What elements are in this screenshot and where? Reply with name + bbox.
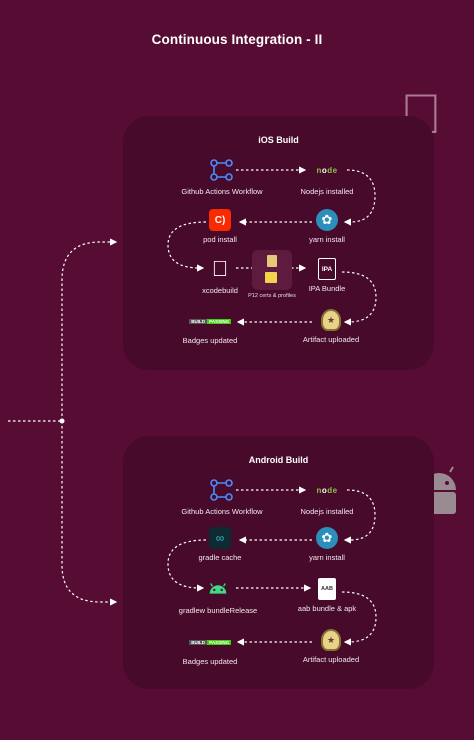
p12-certificate-box <box>252 250 292 290</box>
android-gradlew-label: gradlew bundleRelease <box>178 606 258 615</box>
ios-badges-label: Badges updated <box>182 336 238 345</box>
ios-artifact-label: Artifact uploaded <box>302 335 360 344</box>
ios-nodejs-label: Nodejs installed <box>300 187 354 196</box>
github-actions-icon <box>209 157 235 183</box>
badge-right-text: PASSING <box>207 639 231 645</box>
provisioning-profile-icon <box>265 272 277 283</box>
ios-pod-install-label: pod install <box>203 235 237 244</box>
ios-badges-node: BUILD PASSING Badges updated <box>150 316 270 345</box>
ios-ipa-bundle-label: IPA Bundle <box>308 284 346 293</box>
ipa-file-icon: IPA <box>318 258 336 280</box>
badge-right-text: PASSING <box>207 318 231 324</box>
badge-left-text: BUILD <box>189 639 208 645</box>
badge-left-text: BUILD <box>189 318 208 324</box>
ios-xcodebuild-node:  xcodebuild <box>160 256 280 295</box>
github-actions-icon <box>209 477 235 503</box>
yarn-icon: ✿ <box>316 527 338 549</box>
aab-file-icon: AAB <box>318 578 336 600</box>
android-badges-label: Badges updated <box>182 657 238 666</box>
android-aab-bundle-node: AAB aab bundle & apk <box>267 578 387 613</box>
android-build-title: Android Build <box>248 455 309 465</box>
android-aab-bundle-label: aab bundle & apk <box>297 604 357 613</box>
ios-yarn-install-label: yarn install <box>309 235 345 244</box>
p12-label: P12 certs & profiles <box>248 293 296 299</box>
apple-icon:  <box>207 256 233 282</box>
ios-ipa-bundle-node: IPA IPA Bundle <box>267 258 387 293</box>
ios-github-actions-node: Github Actions Workflow <box>162 157 282 196</box>
android-gradle-cache-label: gradle cache <box>198 553 242 562</box>
certificate-icon <box>267 255 277 267</box>
android-yarn-install-label: yarn install <box>309 553 345 562</box>
ios-github-actions-label: Github Actions Workflow <box>181 187 263 196</box>
gradle-icon: ∞ <box>209 527 231 549</box>
page-title: Continuous Integration - II <box>151 32 323 47</box>
android-gradlew-node: gradlew bundleRelease <box>158 576 278 615</box>
trophy-icon: ★ <box>321 629 341 651</box>
android-icon <box>205 576 231 602</box>
android-artifact-node: ★ Artifact uploaded <box>271 629 391 664</box>
android-artifact-label: Artifact uploaded <box>302 655 360 664</box>
ios-artifact-node: ★ Artifact uploaded <box>271 309 391 344</box>
build-passing-badge-icon: BUILD PASSING <box>189 637 231 647</box>
ios-pod-install-node: C) pod install <box>160 209 280 244</box>
ios-build-title: iOS Build <box>258 135 299 145</box>
android-yarn-install-node: ✿ yarn install <box>267 527 387 562</box>
android-badges-node: BUILD PASSING Badges updated <box>150 637 270 666</box>
android-gradle-cache-node: ∞ gradle cache <box>160 527 280 562</box>
android-nodejs-label: Nodejs installed <box>300 507 354 516</box>
android-github-actions-label: Github Actions Workflow <box>181 507 263 516</box>
android-github-actions-node: Github Actions Workflow <box>162 477 282 516</box>
ios-yarn-install-node: ✿ yarn install <box>267 209 387 244</box>
build-passing-badge-icon: BUILD PASSING <box>189 316 231 326</box>
trophy-icon: ★ <box>321 309 341 331</box>
yarn-icon: ✿ <box>316 209 338 231</box>
cocoapods-icon: C) <box>209 209 231 231</box>
ios-xcodebuild-label: xcodebuild <box>202 286 238 295</box>
